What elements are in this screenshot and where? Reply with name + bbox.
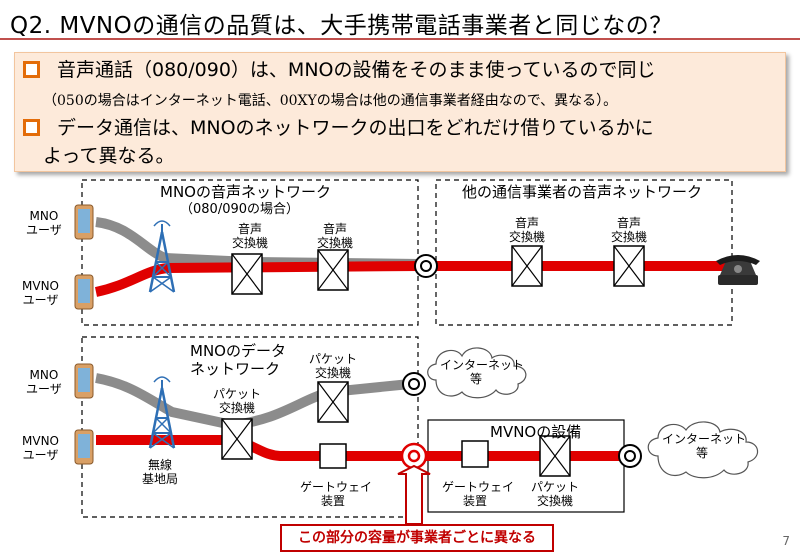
callout-arrow (397, 464, 431, 525)
phone-icon (74, 274, 94, 310)
switch-icon (317, 381, 349, 423)
packet-switch-label: パケット交換機 (212, 387, 261, 415)
title-underline (0, 38, 800, 40)
packet-switch-label: パケット交換機 (530, 480, 579, 508)
gateway-label: ゲートウェイ装置 (442, 480, 515, 508)
switch-icon (317, 249, 349, 291)
interconnect-icon (402, 372, 426, 396)
phone-icon (74, 363, 94, 399)
voice-switch-label: 音声交換機 (317, 222, 354, 250)
page-number: 7 (782, 534, 790, 548)
bullet-square-icon (23, 61, 40, 78)
interconnect-icon (618, 444, 642, 468)
other-voice-network-title: 他の通信事業者の音声ネットワーク (462, 183, 703, 201)
internet-label: インターネット等 (440, 358, 525, 386)
mno-voice-network-title: MNOの音声ネットワーク (160, 183, 331, 201)
voice-switch-label: 音声交換機 (509, 216, 546, 244)
phone-icon (74, 204, 94, 240)
page-title: Q2. MVNOの通信の品質は、大手携帯電話事業者と同じなの？ (10, 13, 673, 39)
bullet-data: データ通信は、MNOのネットワークの出口をどれだけ借りているかに (57, 117, 654, 139)
switch-icon (221, 418, 253, 460)
mno-voice-network-frame (81, 179, 419, 326)
mno-data-network-title: MNOのデータネットワーク (190, 342, 286, 378)
bullet-square-icon (23, 119, 40, 136)
internet-label: インターネット等 (662, 432, 747, 460)
mvno-equipment-title: MVNOの設備 (490, 423, 582, 441)
telephone-icon (716, 255, 760, 285)
packet-switch-label: パケット交換機 (308, 352, 357, 380)
switch-icon (511, 245, 543, 287)
voice-switch-label: 音声交換機 (611, 216, 648, 244)
interconnect-icon (414, 254, 438, 278)
switch-icon (613, 245, 645, 287)
gateway-label: ゲートウェイ装置 (300, 480, 373, 508)
voice-switch-label: 音声交換機 (232, 222, 269, 250)
cloud-icon (427, 347, 527, 399)
summary-box: 音声通話（080/090）は、MNOの設備をそのまま使っているので同じ （050… (14, 52, 786, 172)
bullet-data-cont: よって異なる。 (43, 145, 175, 167)
other-voice-network-frame (435, 179, 733, 326)
cloud-icon (647, 421, 759, 479)
voice-note: （050の場合はインターネット電話、00XYの場合は他の通信事業者経由なので、異… (43, 93, 618, 109)
switch-icon (539, 435, 571, 477)
bullet-voice: 音声通話（080/090）は、MNOの設備をそのまま使っているので同じ (57, 59, 656, 81)
mno-voice-network-subtitle: （080/090の場合） (180, 202, 300, 217)
phone-icon (74, 429, 94, 465)
mno-voice-path (95, 217, 421, 269)
base-station-label: 無線基地局 (141, 458, 178, 486)
gateway-icon (319, 443, 347, 469)
switch-icon (231, 253, 263, 295)
capacity-callout: この部分の容量が事業者ごとに異なる (280, 524, 554, 552)
gateway-icon (461, 440, 489, 468)
mno-data-network-frame (81, 336, 419, 518)
mvno-interconnect-highlight (400, 442, 428, 470)
